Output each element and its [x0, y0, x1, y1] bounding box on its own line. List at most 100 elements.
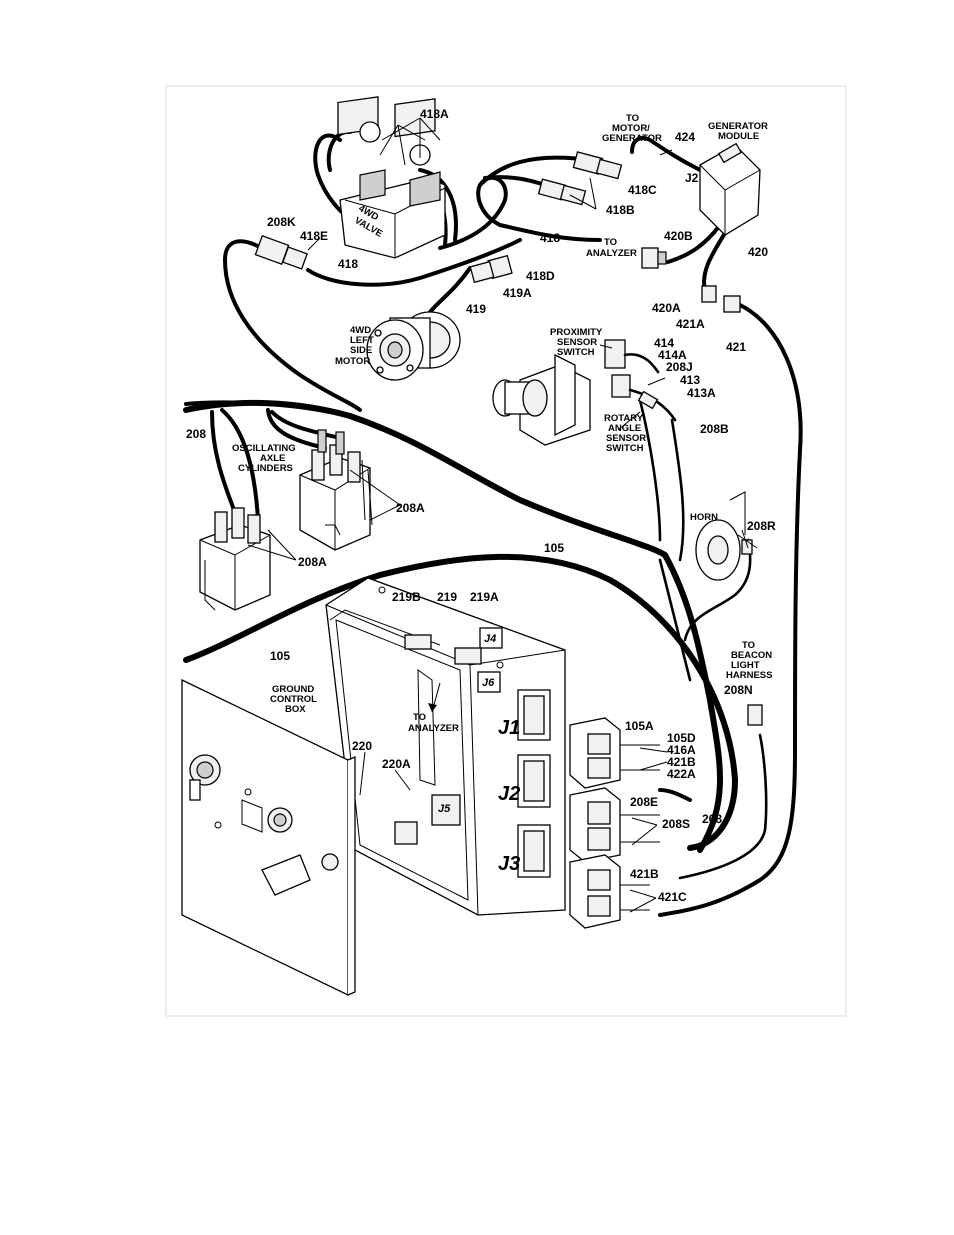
connector-208N [747, 704, 763, 726]
label-rotary-3: SENSOR [606, 433, 646, 444]
label-220: 220 [352, 739, 372, 753]
label-horn: HORN [690, 512, 718, 523]
label-208A-upper: 208A [396, 501, 425, 515]
label-208N: 208N [724, 683, 753, 697]
label-208A-lower: 208A [298, 555, 327, 569]
label-208-left: 208 [186, 427, 206, 441]
label-421A: 421A [676, 317, 705, 331]
label-proximity-2: SENSOR [557, 337, 597, 348]
label-420B: 420B [664, 229, 693, 243]
label-105-upper: 105 [544, 541, 564, 555]
label-J3: J3 [498, 853, 520, 875]
label-421B-2: 421B [630, 867, 659, 881]
label-rotary-1: ROTARY [604, 413, 644, 424]
label-208B: 208B [700, 422, 729, 436]
label-ground-1: GROUND [272, 684, 314, 695]
label-414: 414 [654, 336, 674, 350]
label-to-analyzer2-2: ANALYZER [408, 723, 459, 734]
label-418C: 418C [628, 183, 657, 197]
label-J1: J1 [498, 717, 520, 739]
label-413A: 413A [687, 386, 716, 400]
label-416A: 416A [667, 743, 696, 757]
label-421: 421 [726, 340, 746, 354]
label-208-right: 208 [702, 812, 722, 826]
labels: 418A 4WD VALVE 208K 418E 418 418 418C 41… [186, 107, 776, 904]
label-motor-2: LEFT [350, 335, 374, 346]
oscillating-axle-cylinders-upper [299, 429, 373, 551]
label-rotary-4: SWITCH [606, 443, 644, 454]
connector-421B [569, 854, 650, 929]
label-418A: 418A [420, 107, 449, 121]
proximity-sensor-assembly [492, 339, 677, 446]
label-219: 219 [437, 590, 457, 604]
label-219B: 219B [392, 590, 421, 604]
harness-105 [183, 553, 738, 851]
connector-420B [641, 247, 667, 269]
connector-420A [701, 285, 717, 303]
label-220A: 220A [382, 757, 411, 771]
label-ground-3: BOX [285, 704, 306, 715]
label-to-beacon-2: BEACON [731, 650, 772, 661]
label-rotary-2: ANGLE [608, 423, 641, 434]
label-208R: 208R [747, 519, 776, 533]
ground-control-box-door [181, 678, 356, 997]
label-to-analyzer-1: TO [604, 237, 617, 248]
label-420A: 420A [652, 301, 681, 315]
label-to-beacon-3: LIGHT [731, 660, 760, 671]
label-J4: J4 [484, 633, 496, 645]
label-422A: 422A [667, 767, 696, 781]
label-421B-1: 421B [667, 755, 696, 769]
label-418B: 418B [606, 203, 635, 217]
label-424: 424 [675, 130, 695, 144]
label-105A: 105A [625, 719, 654, 733]
label-to-motor-1: TO [626, 113, 639, 124]
label-J5: J5 [438, 803, 451, 815]
label-to-motor-3: GENERATOR [602, 133, 662, 144]
label-oscillating-3: CYLINDERS [238, 463, 293, 474]
label-419A: 419A [503, 286, 532, 300]
connector-208K-418E [254, 234, 308, 270]
horn [695, 491, 753, 581]
label-105-lower: 105 [270, 649, 290, 663]
label-oscillating-2: AXLE [260, 453, 285, 464]
label-proximity-3: SWITCH [557, 347, 595, 358]
label-414A: 414A [658, 348, 687, 362]
connector-421A [723, 295, 741, 313]
label-to-analyzer-2: ANALYZER [586, 248, 637, 259]
label-generator-module-1: GENERATOR [708, 121, 768, 132]
connector-105A [569, 717, 660, 789]
generator-module [699, 142, 761, 236]
label-motor-3: SIDE [350, 345, 372, 356]
label-421C: 421C [658, 890, 687, 904]
label-208S: 208S [662, 817, 690, 831]
label-219A: 219A [470, 590, 499, 604]
label-to-analyzer2-1: TO [413, 712, 426, 723]
4wd-motor [366, 311, 461, 381]
label-to-beacon-1: TO [742, 640, 755, 651]
connector-418D-419A [469, 254, 513, 284]
label-208J: 208J [666, 360, 693, 374]
label-418D: 418D [526, 269, 555, 283]
4wd-valve [337, 96, 446, 259]
label-J2-box: J2 [498, 783, 520, 805]
label-208K: 208K [267, 215, 296, 229]
label-418E: 418E [300, 229, 328, 243]
label-208E: 208E [630, 795, 658, 809]
label-413: 413 [680, 373, 700, 387]
label-to-beacon-4: HARNESS [726, 670, 772, 681]
label-418-right: 418 [540, 231, 560, 245]
harness-208R-208N [678, 538, 768, 880]
connector-208E [569, 787, 660, 863]
label-J2-generator: J2 [685, 171, 699, 185]
label-oscillating-1: OSCILLATING [232, 443, 296, 454]
label-ground-2: CONTROL [270, 694, 317, 705]
label-to-motor-2: MOTOR/ [612, 123, 650, 134]
connector-418C [572, 151, 623, 180]
label-J6: J6 [482, 677, 495, 689]
label-420: 420 [748, 245, 768, 259]
label-motor-1: 4WD [350, 325, 371, 336]
ground-control-box [325, 577, 566, 916]
label-418-left: 418 [338, 257, 358, 271]
label-419: 419 [466, 302, 486, 316]
